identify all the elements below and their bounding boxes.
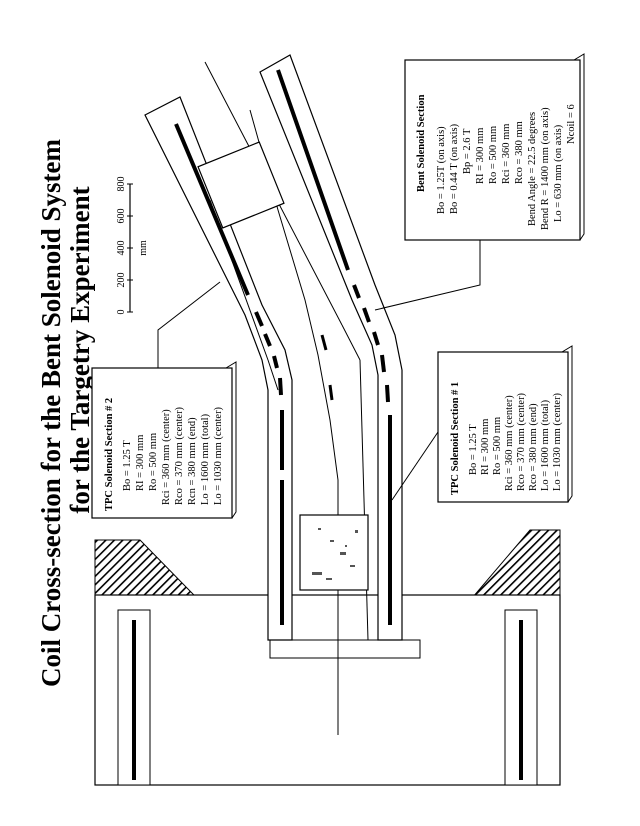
leader-bent <box>374 240 481 311</box>
leader-tpc1 <box>391 431 439 501</box>
bent-line-10: Lo = 630 mm (on axis) <box>553 124 564 222</box>
tpc1-line-5: Rco = 370 mm (center) <box>516 392 527 491</box>
bent-line-7: Rco = 380 mm <box>514 121 525 184</box>
tpc1-line-7: Lo = 1600 mm (total) <box>540 399 551 491</box>
target-box <box>94 594 561 786</box>
bent-line-8: Bend Angle = 22.5 degrees <box>527 112 538 226</box>
tpc1-title: TPC Solenoid Section # 1 <box>450 382 461 495</box>
scale-tick-200: 200 <box>116 273 127 288</box>
leader-tpc2 <box>157 281 221 368</box>
target-square-texture <box>312 528 358 580</box>
target-square <box>299 514 369 591</box>
bent-section-box: Bent Solenoid Section Bo = 1.25T (on axi… <box>404 53 585 241</box>
tpc2-line-8: Lo = 1030 mm (center) <box>213 406 224 505</box>
scale-unit: mm <box>138 240 149 256</box>
beam-axis <box>249 109 339 735</box>
bent-line-11: Ncoil = 6 <box>566 104 577 144</box>
tpc1-line-3: Ro = 500 mm <box>492 417 503 475</box>
tpc-section-2-box: TPC Solenoid Section # 2 Bo = 1.25 T RI … <box>91 361 237 519</box>
tpc2-title: TPC Solenoid Section # 2 <box>104 398 115 511</box>
tpc1-line-1: Bo = 1.25 T <box>468 424 479 475</box>
tpc1-line-2: RI = 300 mm <box>480 419 491 475</box>
bent-line-2: Bo = 0.44 T (on axis) <box>449 123 460 214</box>
tpc1-line-4: Rci = 360 mm (center) <box>504 395 515 491</box>
tpc2-line-1: Bo = 1.25 T <box>122 440 133 491</box>
tpc2-line-2: RI = 300 mm <box>135 435 146 491</box>
bent-line-5: Ro = 500 mm <box>488 126 499 184</box>
tpc2-line-7: Lo = 1600 mm (total) <box>200 413 211 505</box>
tpc2-line-4: Rci = 360 mm (center) <box>161 409 172 505</box>
scale-tick-600: 600 <box>116 209 127 224</box>
scale-tick-0: 0 <box>116 310 127 315</box>
scale-tick-800: 800 <box>116 177 127 192</box>
scale-tick-400: 400 <box>116 241 127 256</box>
bent-line-9: Bend R = 1400 mm (on axis) <box>540 107 551 230</box>
scale-bar: 0 200 400 600 800 mm <box>116 177 149 315</box>
tpc2-line-3: Ro = 500 mm <box>148 433 159 491</box>
title-line-2: for the Targetry Experiment <box>65 186 95 513</box>
tpc2-line-5: Rco = 370 mm (center) <box>174 406 185 505</box>
bent-line-4: RI = 300 mm <box>475 128 486 184</box>
title-line-1: Coil Cross-section for the Bent Solenoid… <box>36 139 66 687</box>
bent-line-1: Bo = 1.25T (on axis) <box>436 126 447 214</box>
tpc1-line-8: Lo = 1030 mm (center) <box>552 392 563 491</box>
tpc2-line-6: Rcn = 380 mm (end) <box>187 417 198 505</box>
bent-line-3: Bp = 2.6 T <box>462 128 473 174</box>
bent-line-6: Rci = 360 mm <box>501 124 512 184</box>
right-coil-path <box>259 54 403 641</box>
bent-title: Bent Solenoid Section <box>416 94 427 192</box>
upper-square <box>197 141 285 229</box>
tpc-section-1-box: TPC Solenoid Section # 1 Bo = 1.25 T RI … <box>437 345 573 503</box>
tpc1-line-6: Rco = 380 mm (end) <box>528 403 539 491</box>
